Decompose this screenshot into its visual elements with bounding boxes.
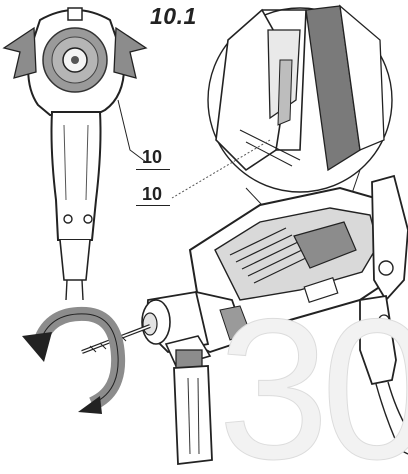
main-drill	[81, 174, 408, 466]
callout-underline-detail	[136, 205, 170, 206]
detail-zoom-circle	[207, 4, 393, 193]
rotate-left-arrow-icon	[2, 26, 37, 79]
rotation-arrow-icon	[22, 306, 126, 414]
rotate-right-arrow-icon	[113, 26, 148, 79]
rear-view-drill	[2, 7, 148, 301]
callout-label-detail: 10	[142, 184, 163, 204]
callout-label-rear: 10	[142, 147, 163, 167]
callout-underline-rear	[136, 169, 170, 170]
page-number-watermark: 30	[217, 278, 408, 474]
figure-label: 10.1	[150, 3, 197, 29]
